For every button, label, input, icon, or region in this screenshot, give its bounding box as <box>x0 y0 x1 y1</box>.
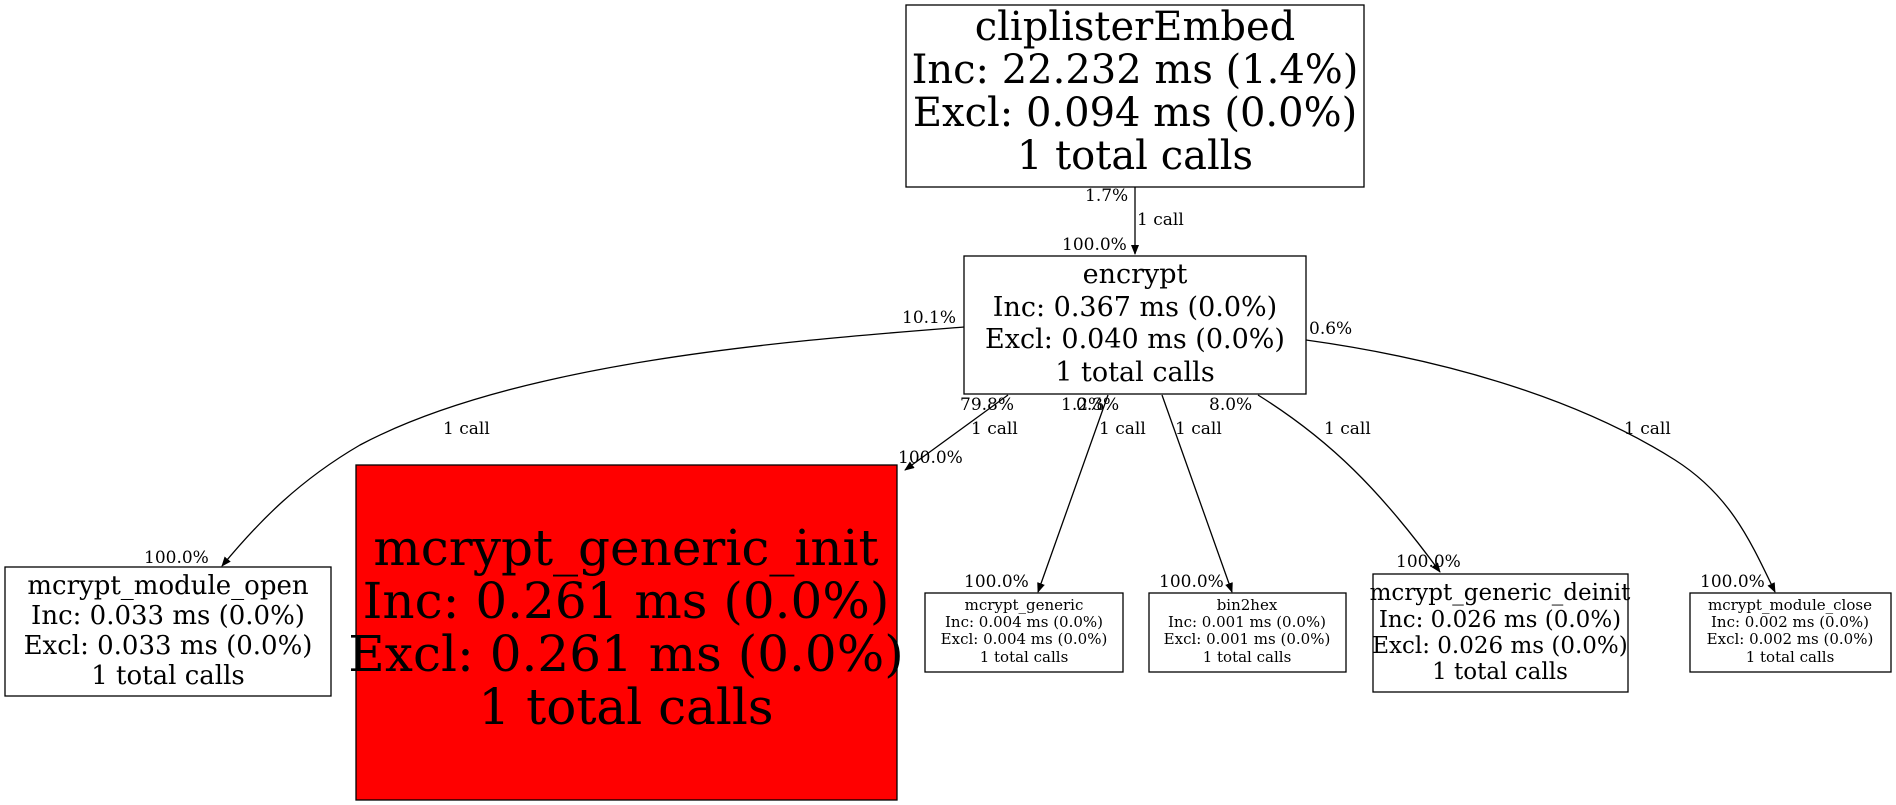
node-inclusive-time: Inc: 0.033 ms (0.0%) <box>31 601 305 631</box>
edge-head-percent: 100.0% <box>144 548 209 568</box>
edge-tail-percent: 0.3% <box>1076 395 1119 415</box>
edge-tail-percent: 10.1% <box>902 308 956 328</box>
node-mcrypt-generic[interactable]: mcrypt_generic Inc: 0.004 ms (0.0%) Excl… <box>924 592 1124 673</box>
node-inclusive-time: Inc: 0.367 ms (0.0%) <box>993 292 1277 323</box>
edge-cliplisterembed-encrypt: 1.7% 1 call 100.0% <box>1062 186 1184 255</box>
node-name: encrypt <box>1083 259 1188 290</box>
node-box <box>905 4 1365 188</box>
node-inclusive-time: Inc: 0.026 ms (0.0%) <box>1379 607 1621 633</box>
node-box <box>963 255 1307 395</box>
node-total-calls: 1 total calls <box>1017 133 1253 179</box>
node-inclusive-time: Inc: 0.001 ms (0.0%) <box>1168 613 1326 631</box>
edge-head-percent: 100.0% <box>1700 572 1765 592</box>
node-bin2hex[interactable]: bin2hex Inc: 0.001 ms (0.0%) Excl: 0.001… <box>1148 592 1347 673</box>
node-total-calls: 1 total calls <box>478 678 773 736</box>
node-box <box>1372 573 1629 693</box>
node-exclusive-time: Excl: 0.261 ms (0.0%) <box>348 625 903 683</box>
node-box <box>1689 592 1892 673</box>
edge-call-count: 1 call <box>1175 419 1222 439</box>
edge-tail-percent: 0.6% <box>1309 319 1352 339</box>
node-mcrypt-module-open[interactable]: mcrypt_module_open Inc: 0.033 ms (0.0%) … <box>4 566 332 697</box>
edge-encrypt-mcrypt-module-close: 0.6% 1 call 100.0% <box>1305 319 1776 593</box>
node-exclusive-time: Excl: 0.094 ms (0.0%) <box>913 90 1357 136</box>
node-total-calls: 1 total calls <box>91 661 244 691</box>
edge-encrypt-mcrypt-module-open: 10.1% 1 call 100.0% <box>144 308 965 568</box>
edge-tail-percent: 1.2% <box>1061 395 1104 415</box>
edge-head-percent: 100.0% <box>1062 235 1127 255</box>
edge-encrypt-bin2hex: 0.3% 1 call 100.0% <box>1076 394 1233 593</box>
edge-call-count: 1 call <box>443 419 490 439</box>
node-name: mcrypt_module_open <box>27 571 309 601</box>
node-encrypt[interactable]: encrypt Inc: 0.367 ms (0.0%) Excl: 0.040… <box>963 255 1307 395</box>
node-total-calls: 1 total calls <box>980 648 1069 666</box>
node-total-calls: 1 total calls <box>1432 659 1568 685</box>
node-exclusive-time: Excl: 0.026 ms (0.0%) <box>1372 633 1628 659</box>
node-exclusive-time: Excl: 0.002 ms (0.0%) <box>1707 630 1874 648</box>
edge-encrypt-mcrypt-generic-init: 79.8% 1 call 100.0% <box>898 394 1018 471</box>
node-inclusive-time: Inc: 0.261 ms (0.0%) <box>363 572 890 630</box>
edge-tail-percent: 79.8% <box>960 395 1014 415</box>
node-total-calls: 1 total calls <box>1746 648 1835 666</box>
node-exclusive-time: Excl: 0.033 ms (0.0%) <box>24 631 313 661</box>
node-inclusive-time: Inc: 0.004 ms (0.0%) <box>945 613 1103 631</box>
node-total-calls: 1 total calls <box>1055 357 1214 388</box>
node-name: mcrypt_generic_init <box>373 519 878 577</box>
edge-call-count: 1 call <box>1137 210 1184 230</box>
node-box <box>924 592 1124 673</box>
node-box <box>355 464 898 801</box>
node-name: mcrypt_generic_deinit <box>1370 580 1631 606</box>
edge-encrypt-mcrypt-generic: 1.2% 1 call 100.0% <box>964 394 1146 593</box>
node-mcrypt-generic-init[interactable]: mcrypt_generic_init Inc: 0.261 ms (0.0%)… <box>348 464 904 801</box>
edge-call-count: 1 call <box>1324 419 1371 439</box>
node-inclusive-time: Inc: 22.232 ms (1.4%) <box>912 47 1359 93</box>
node-mcrypt-module-close[interactable]: mcrypt_module_close Inc: 0.002 ms (0.0%)… <box>1689 592 1892 673</box>
node-name: cliplisterEmbed <box>975 4 1296 50</box>
edge-call-count: 1 call <box>971 419 1018 439</box>
edge-head-percent: 100.0% <box>964 572 1029 592</box>
node-box <box>1148 592 1347 673</box>
node-cliplisterembed[interactable]: cliplisterEmbed Inc: 22.232 ms (1.4%) Ex… <box>905 4 1365 188</box>
edge-tail-percent: 8.0% <box>1209 395 1252 415</box>
node-total-calls: 1 total calls <box>1203 648 1292 666</box>
node-name: bin2hex <box>1217 596 1278 614</box>
edge-encrypt-mcrypt-generic-deinit: 8.0% 1 call 100.0% <box>1209 394 1461 573</box>
node-inclusive-time: Inc: 0.002 ms (0.0%) <box>1711 613 1869 631</box>
edge-head-percent: 100.0% <box>1396 552 1461 572</box>
node-exclusive-time: Excl: 0.040 ms (0.0%) <box>985 324 1285 355</box>
node-exclusive-time: Excl: 0.004 ms (0.0%) <box>941 630 1108 648</box>
node-exclusive-time: Excl: 0.001 ms (0.0%) <box>1164 630 1331 648</box>
edge-call-count: 1 call <box>1624 419 1671 439</box>
edge-call-count: 1 call <box>1099 419 1146 439</box>
edge-head-percent: 100.0% <box>898 448 963 468</box>
node-box <box>4 566 332 697</box>
edge-tail-percent: 1.7% <box>1085 186 1128 206</box>
node-mcrypt-generic-deinit[interactable]: mcrypt_generic_deinit Inc: 0.026 ms (0.0… <box>1370 573 1631 693</box>
node-name: mcrypt_generic <box>965 596 1084 614</box>
edge-head-percent: 100.0% <box>1159 572 1224 592</box>
node-name: mcrypt_module_close <box>1708 596 1872 614</box>
